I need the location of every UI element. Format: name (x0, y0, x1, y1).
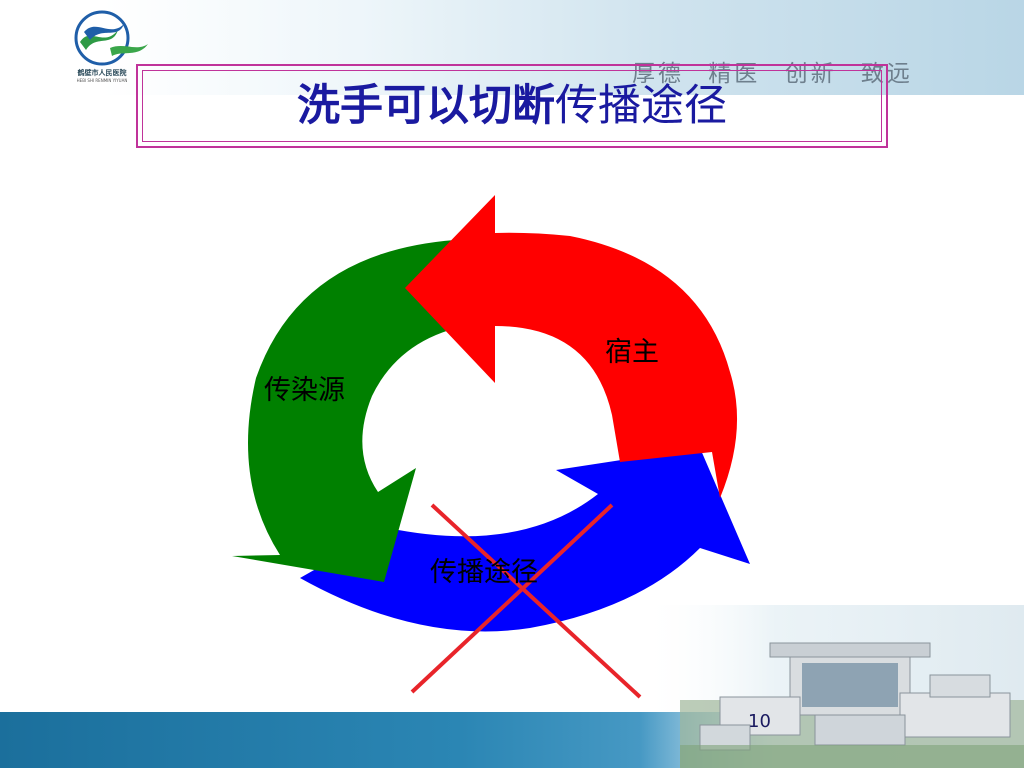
logo-caption: 鹤壁市人民医院 (77, 69, 127, 77)
host-arrow (405, 195, 738, 498)
hospital-logo-icon (74, 10, 148, 66)
cross-line-2 (410, 503, 614, 694)
route-arrow (300, 448, 750, 632)
cross-line-1 (430, 503, 642, 699)
header-band (0, 0, 1024, 95)
title-box: 洗手可以切断传播途径 (136, 64, 888, 148)
source-arrow (232, 240, 470, 582)
label-host: 宿主 (605, 337, 659, 368)
hospital-buildings-image (640, 605, 1024, 768)
label-source: 传染源 (264, 375, 345, 406)
page-number: 10 (748, 711, 771, 732)
logo-subcaption: HEBI SHI RENMIN YIYUAN (76, 78, 128, 83)
label-route: 传播途径 (430, 557, 538, 588)
